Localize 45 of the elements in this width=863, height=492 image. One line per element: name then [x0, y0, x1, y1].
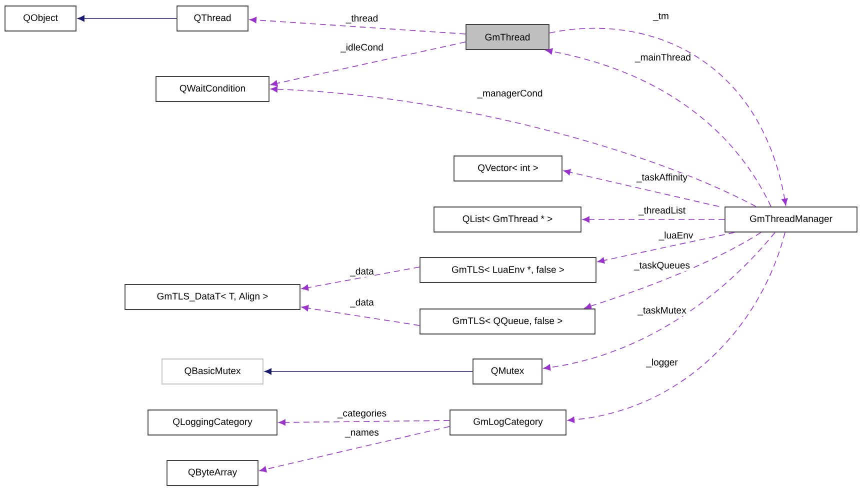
edge-label: _luaEnv [658, 231, 694, 241]
arrow [567, 232, 786, 423]
arrow [249, 16, 466, 34]
class-box: QWaitCondition [156, 76, 270, 102]
class-box: GmLogCategory [450, 410, 566, 436]
class-box: GmTLS< QQueue, false > [420, 308, 596, 334]
arrow [78, 15, 177, 22]
arrow [278, 419, 450, 426]
class-box: QLoggingCategory [148, 410, 278, 436]
arrow [301, 305, 420, 326]
arrow [563, 169, 720, 207]
class-box: QMutex [472, 358, 542, 384]
class-box: QObject [4, 6, 76, 32]
class-box: GmThread [466, 24, 550, 50]
edge-label: _logger [646, 358, 678, 368]
edge-label: _idleCond [340, 43, 384, 53]
edge-label: _thread [345, 14, 379, 24]
class-box: QList< GmThread * > [434, 206, 582, 232]
arrow [301, 266, 420, 291]
arrow [264, 368, 473, 375]
arrow [582, 216, 725, 223]
edge-label: _mainThread [634, 53, 692, 63]
edge-label: _categories [336, 409, 388, 419]
arrow [270, 42, 466, 86]
edge-label: _data [350, 298, 374, 308]
edge-label: _taskQueues [634, 261, 690, 271]
edge-label: _taskAffinity [636, 173, 688, 183]
edge-label: _taskMutex [637, 306, 687, 316]
class-box: GmTLS_DataT< T, Align > [124, 284, 300, 310]
class-box: GmTLS< LuaEnv *, false > [420, 257, 596, 283]
arrow [270, 86, 756, 207]
edge-label: _data [350, 267, 374, 277]
arrow [543, 232, 776, 371]
class-box: QBasicMutex [162, 358, 264, 384]
class-box: QByteArray [166, 460, 258, 486]
arrow [597, 232, 735, 264]
arrow [259, 426, 450, 472]
edge-label: _threadList [638, 206, 686, 216]
class-box: GmThreadManager [724, 206, 858, 232]
class-box: QVector< int > [454, 156, 562, 182]
class-box: QThread [176, 6, 248, 32]
arrow [584, 232, 762, 310]
arrow [549, 28, 788, 206]
edge-label: _managerCond [476, 89, 544, 99]
arrow [545, 48, 772, 207]
